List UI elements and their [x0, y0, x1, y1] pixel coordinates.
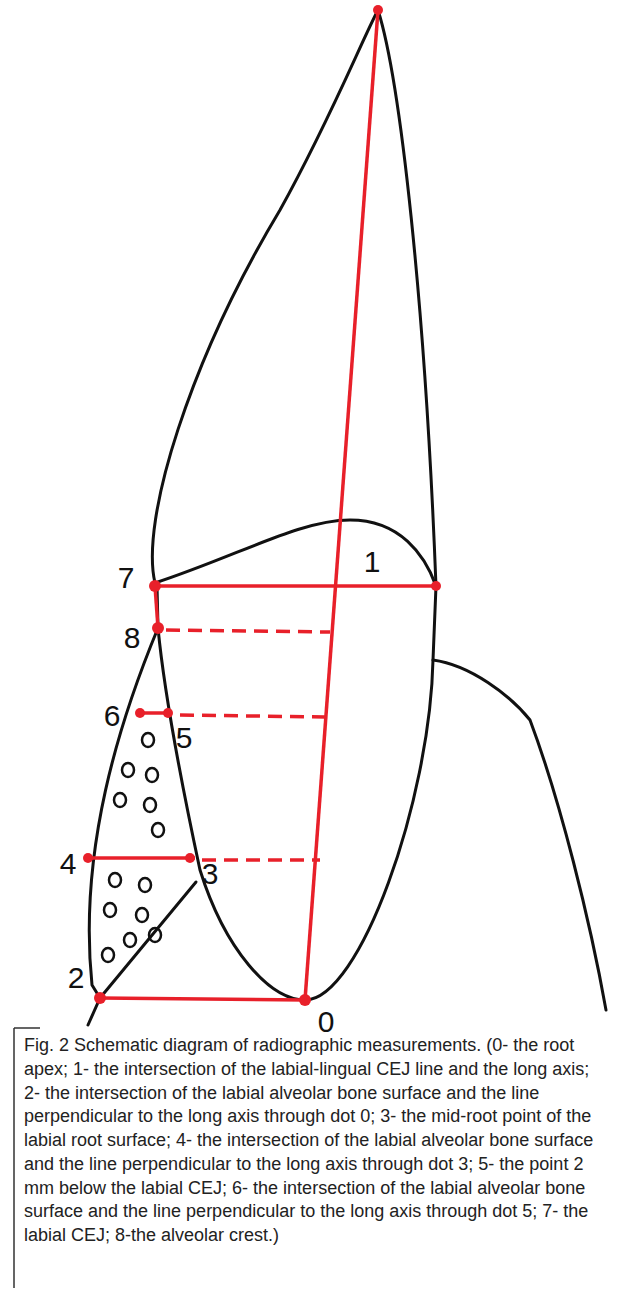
- bone-pore: [136, 908, 148, 922]
- bone-pore: [152, 823, 164, 837]
- cervical-dashed-line: [180, 715, 325, 717]
- bone-inner-line: [100, 882, 196, 998]
- crest-dashed-line: [166, 630, 330, 632]
- bone-pore: [104, 903, 116, 917]
- bone-pores: [102, 733, 164, 962]
- mid-root-line: [88, 856, 195, 860]
- crown-outline: [152, 10, 436, 586]
- callout-number: 5: [176, 723, 193, 753]
- callout-number: 3: [202, 859, 219, 889]
- callout-number: 1: [364, 547, 381, 577]
- bone-pore: [124, 933, 136, 947]
- bone-pore: [142, 733, 154, 747]
- callout-number: 7: [118, 563, 135, 593]
- callout-number: 0: [318, 1007, 335, 1037]
- bone-pore: [122, 763, 134, 777]
- callout-number: 2: [68, 963, 85, 993]
- cej-line: [155, 520, 436, 586]
- figure-caption: Fig. 2 Schematic diagram of radiographic…: [24, 1034, 609, 1248]
- bone-pore: [139, 878, 151, 892]
- callout-number: 6: [104, 701, 121, 731]
- callout-number: 4: [60, 849, 77, 879]
- mid-root-dashed-line: [202, 858, 320, 862]
- bone-pore: [109, 873, 121, 887]
- callout-number: 8: [124, 623, 141, 653]
- cej-reference-line: [155, 584, 436, 588]
- measurement-points: [83, 5, 441, 1006]
- bone-pore: [149, 928, 161, 942]
- bone-pore: [146, 768, 158, 782]
- alveolar-bone-outline: [88, 628, 158, 1025]
- gingiva-outline: [433, 660, 606, 1010]
- apex-line: [100, 998, 305, 1000]
- bone-pore: [144, 798, 156, 812]
- root-outline: [157, 586, 436, 1000]
- long-axis: [305, 10, 378, 1000]
- bone-pore: [114, 793, 126, 807]
- cej-crest-line: [155, 586, 158, 628]
- bone-pore: [102, 948, 114, 962]
